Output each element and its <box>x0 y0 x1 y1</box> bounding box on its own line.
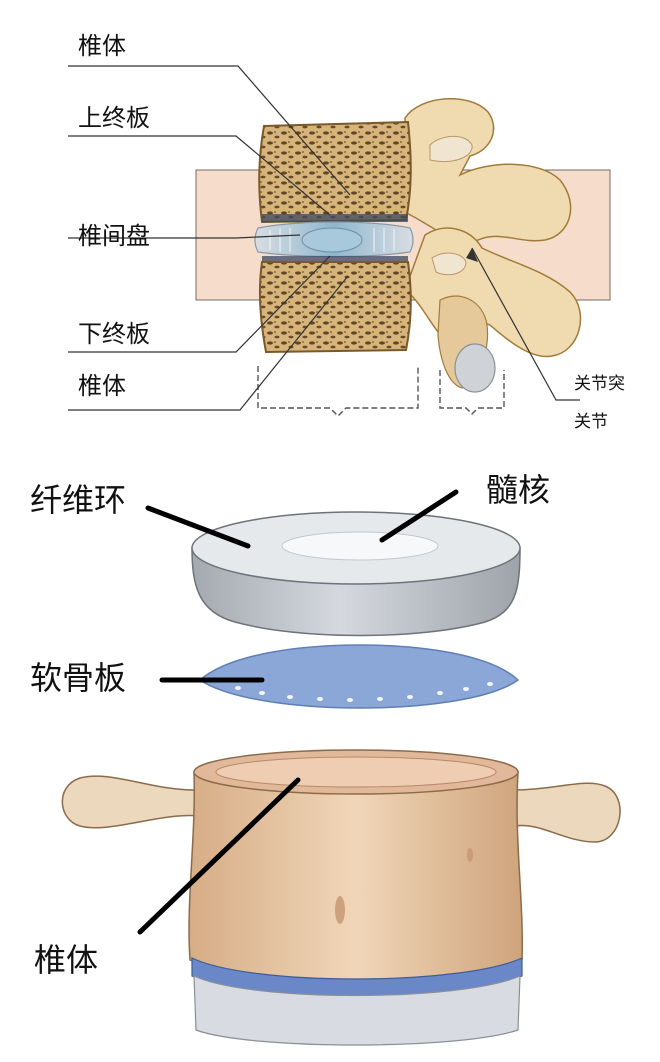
label-vertebral-body-upper: 椎体 <box>78 32 126 60</box>
upper-vertebral-body <box>258 120 412 224</box>
nucleus-shape <box>301 227 363 253</box>
label-articular-process: 关节突 <box>574 374 625 394</box>
region-brackets <box>257 366 505 417</box>
label-joint: 关节 <box>574 412 608 432</box>
label-lower-endplate: 下终板 <box>78 320 150 348</box>
intervertebral-disc-shape <box>254 221 414 258</box>
annulus-fibrosus-shape <box>191 511 521 637</box>
cartilage-plate-shape <box>198 644 520 709</box>
bottom-exploded-disc-diagram <box>61 489 621 1046</box>
top-leader-lines <box>68 65 580 411</box>
lower-vertebral-body <box>258 256 412 354</box>
label-intervertebral-disc: 椎间盘 <box>78 222 150 250</box>
vertebral-body-shape <box>61 749 621 1046</box>
nucleus-pulposus-shape <box>281 531 439 561</box>
upper-endplate-shape <box>262 214 408 222</box>
bottom-leader-lines <box>137 489 459 935</box>
joint-arrow-head <box>466 248 478 262</box>
label-cartilage-plate: 软骨板 <box>30 659 127 697</box>
joint-cartilage-oval <box>454 343 496 393</box>
label-upper-endplate: 上终板 <box>78 104 150 132</box>
label-nucleus-pulposus: 髓核 <box>486 471 551 509</box>
label-vertebral-body: 椎体 <box>34 941 99 979</box>
label-vertebral-body-lower: 椎体 <box>78 372 126 400</box>
lower-endplate-shape <box>262 256 408 264</box>
posterior-elements <box>404 97 582 393</box>
label-annulus-fibrosus: 纤维环 <box>30 481 127 519</box>
top-lateral-spine-diagram <box>68 65 611 417</box>
